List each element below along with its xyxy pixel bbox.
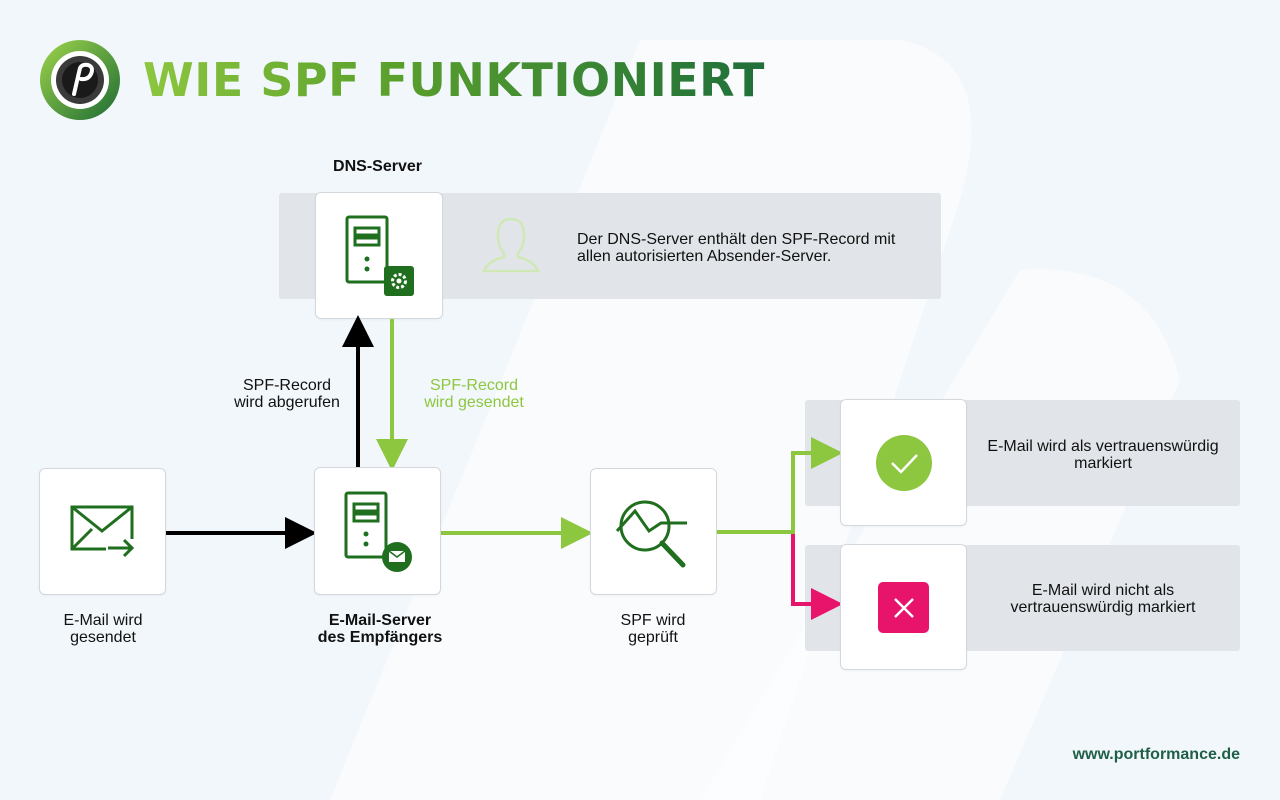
magnifier-chart-icon	[615, 500, 687, 568]
footer-url[interactable]: www.portformance.de	[1072, 746, 1240, 763]
dns-server-card	[315, 192, 443, 319]
dns-description: Der DNS-Server enthält den SPF-Record mi…	[577, 231, 896, 265]
sender-label: E-Mail wird gesendet	[63, 612, 143, 646]
page-title: WIE SPF FUNKTIONIERT	[143, 50, 765, 110]
trusted-result-label: E-Mail wird als vertrauenswürdig markier…	[987, 438, 1219, 472]
portformance-logo-icon	[40, 40, 120, 120]
untrusted-result-label: E-Mail wird nicht als vertrauenswürdig m…	[1010, 582, 1196, 616]
receiver-label: E-Mail-Server des Empfängers	[317, 612, 443, 646]
trusted-result-card	[840, 399, 967, 526]
envelope-send-icon	[70, 505, 136, 558]
checkmark-circle-icon	[876, 435, 932, 491]
receiver-server-card	[314, 467, 441, 595]
user-outline-icon	[482, 217, 540, 273]
dns-server-heading: DNS-Server	[333, 158, 422, 175]
server-mail-icon	[344, 491, 412, 572]
spf-check-label: SPF wird geprüft	[620, 612, 686, 646]
x-square-icon	[878, 582, 929, 633]
sender-card	[39, 468, 166, 595]
spf-check-card	[590, 468, 717, 595]
untrusted-result-card	[840, 544, 967, 670]
request-label: SPF-Record wird abgerufen	[234, 377, 340, 411]
response-label: SPF-Record wird gesendet	[424, 377, 524, 411]
untrusted-arrow	[791, 534, 843, 620]
trusted-arrow	[717, 437, 843, 534]
server-gear-icon	[345, 215, 414, 296]
